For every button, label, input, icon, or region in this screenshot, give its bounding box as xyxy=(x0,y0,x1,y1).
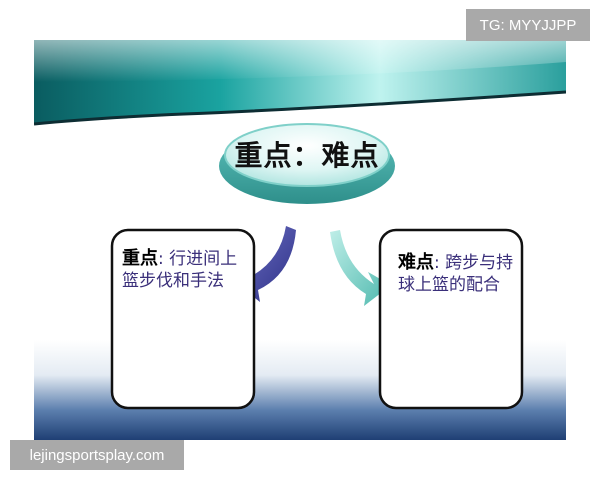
slide: 重点：难点 重点: 行进间上篮步伐和手法 难点: 跨步与持球上篮的配合 xyxy=(34,40,566,440)
watermark-site: lejingsportsplay.com xyxy=(10,440,184,470)
center-title: 重点：难点 xyxy=(234,139,380,172)
center-ellipse xyxy=(224,123,390,187)
right-box xyxy=(378,228,524,410)
right-box-text: 难点: 跨步与持球上篮的配合 xyxy=(398,252,520,296)
right-box-lead: 难点 xyxy=(398,252,434,273)
left-box-body: : 行进间上篮步伐和手法 xyxy=(122,249,238,291)
left-box-lead: 重点 xyxy=(122,248,158,269)
right-box-body: : 跨步与持球上篮的配合 xyxy=(398,253,514,295)
watermark-tg: TG: MYYJJPP xyxy=(466,9,590,41)
left-box xyxy=(110,228,256,410)
top-band-edge xyxy=(34,90,566,126)
left-box-text: 重点: 行进间上篮步伐和手法 xyxy=(122,248,242,292)
top-band-gloss xyxy=(34,40,566,82)
right-arrow xyxy=(330,230,390,306)
slide-background xyxy=(34,40,566,440)
